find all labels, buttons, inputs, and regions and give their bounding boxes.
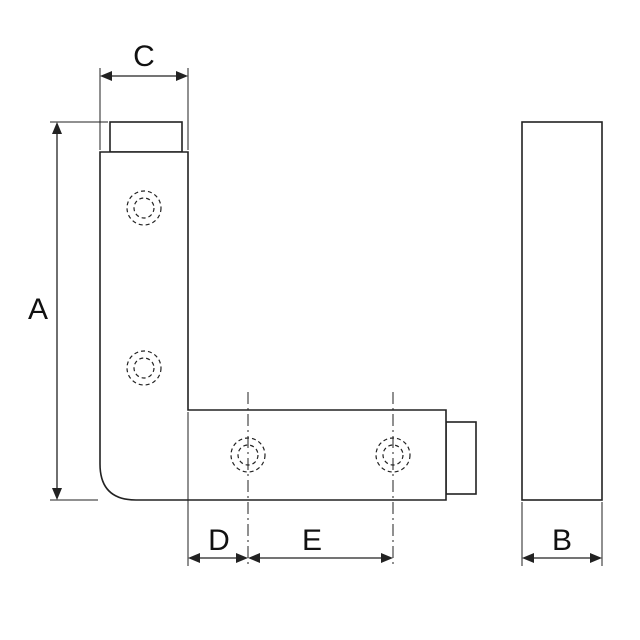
- label-c: C: [133, 40, 155, 73]
- bracket-body: [99, 151, 447, 501]
- dimension-c: C: [99, 40, 189, 150]
- dimension-b: B: [521, 502, 603, 566]
- dimension-a: A: [28, 121, 108, 501]
- l-bracket: [99, 121, 477, 501]
- label-b: B: [552, 524, 572, 557]
- label-e: E: [302, 524, 322, 557]
- end-tab: [445, 421, 477, 495]
- hole-1: [126, 190, 162, 226]
- dimension-d: D: [187, 412, 248, 566]
- label-a: A: [28, 293, 48, 326]
- side-view-bar: [521, 121, 603, 501]
- dimension-e: E: [248, 524, 393, 563]
- hole-2: [126, 350, 162, 386]
- top-tab: [109, 121, 183, 153]
- label-d: D: [208, 524, 230, 557]
